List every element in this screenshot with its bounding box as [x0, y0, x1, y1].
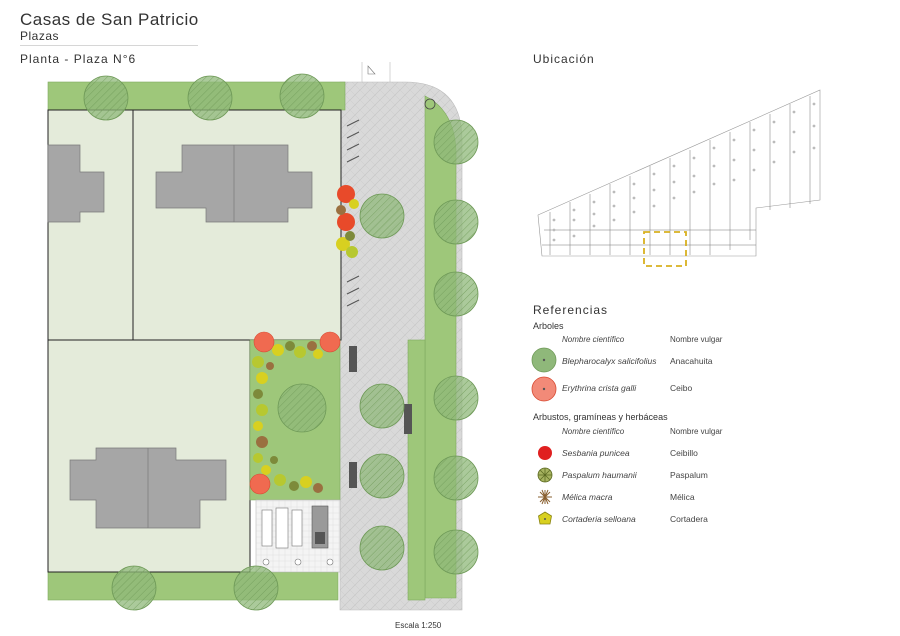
- shrub-1-scientific: Sesbania punicea: [562, 448, 630, 458]
- shrubs-col-scientific: Nombre científico: [562, 427, 625, 436]
- grill: [311, 505, 329, 549]
- shrub-3-common: Mélica: [670, 492, 695, 502]
- shrubs-col-common: Nombre vulgar: [670, 427, 723, 436]
- location-highlight: [643, 231, 687, 267]
- location-blocks: [542, 96, 811, 255]
- location-dots: [552, 102, 816, 242]
- legend-icon-paspalum: [537, 467, 553, 483]
- trees-anacahuita: [83, 73, 479, 611]
- plan-title: Planta - Plaza N°6: [20, 52, 137, 66]
- trees-ceibo: [249, 331, 341, 495]
- shrub-2-common: Paspalum: [670, 470, 708, 480]
- tree-1-scientific: Blepharocalyx salicifolius: [562, 356, 657, 366]
- location-title: Ubicación: [533, 52, 595, 66]
- trees-col-common: Nombre vulgar: [670, 335, 723, 344]
- tree-2-common: Ceibo: [670, 383, 693, 393]
- legend-icon-cortadera: [538, 511, 552, 525]
- shrub-bed-top: [336, 185, 359, 258]
- shrub-1-common: Ceibillo: [670, 448, 698, 458]
- house-roofs: [47, 144, 313, 529]
- shrub-4-scientific: Cortaderia selloana: [562, 514, 636, 524]
- references-title: Referencias: [533, 303, 609, 317]
- project-title: Casas de San Patricio: [20, 10, 199, 29]
- tree-1-common: Anacahuita: [670, 356, 713, 366]
- shrub-3-scientific: Mélica macra: [562, 492, 613, 502]
- shrub-4-common: Cortadera: [670, 514, 708, 524]
- legend-icon-anacahuita: [531, 347, 557, 373]
- legend-icon-melica: [538, 489, 552, 505]
- title-divider: [20, 45, 198, 46]
- grass-strip-bottom: [47, 571, 339, 601]
- project-subtitle: Plazas: [20, 29, 60, 43]
- scale-label: Escala 1:250: [395, 621, 442, 630]
- legend-icon-ceibo: [531, 376, 557, 402]
- bollards: [262, 558, 334, 566]
- shrubs-group-label: Arbustos, gramíneas y herbáceas: [533, 412, 668, 422]
- benches: [349, 346, 412, 488]
- legend-icon-ceibillo: [538, 446, 552, 460]
- location-map: [537, 89, 821, 267]
- bike-racks: [346, 119, 360, 307]
- tree-2-scientific: Erythrina crista galli: [562, 383, 637, 393]
- trees-col-scientific: Nombre científico: [562, 335, 625, 344]
- trees-group-label: Arboles: [533, 321, 564, 331]
- shrub-bed-plaza: [252, 341, 323, 493]
- picnic-tables: [261, 507, 303, 549]
- shrub-2-scientific: Paspalum haumanii: [562, 470, 637, 480]
